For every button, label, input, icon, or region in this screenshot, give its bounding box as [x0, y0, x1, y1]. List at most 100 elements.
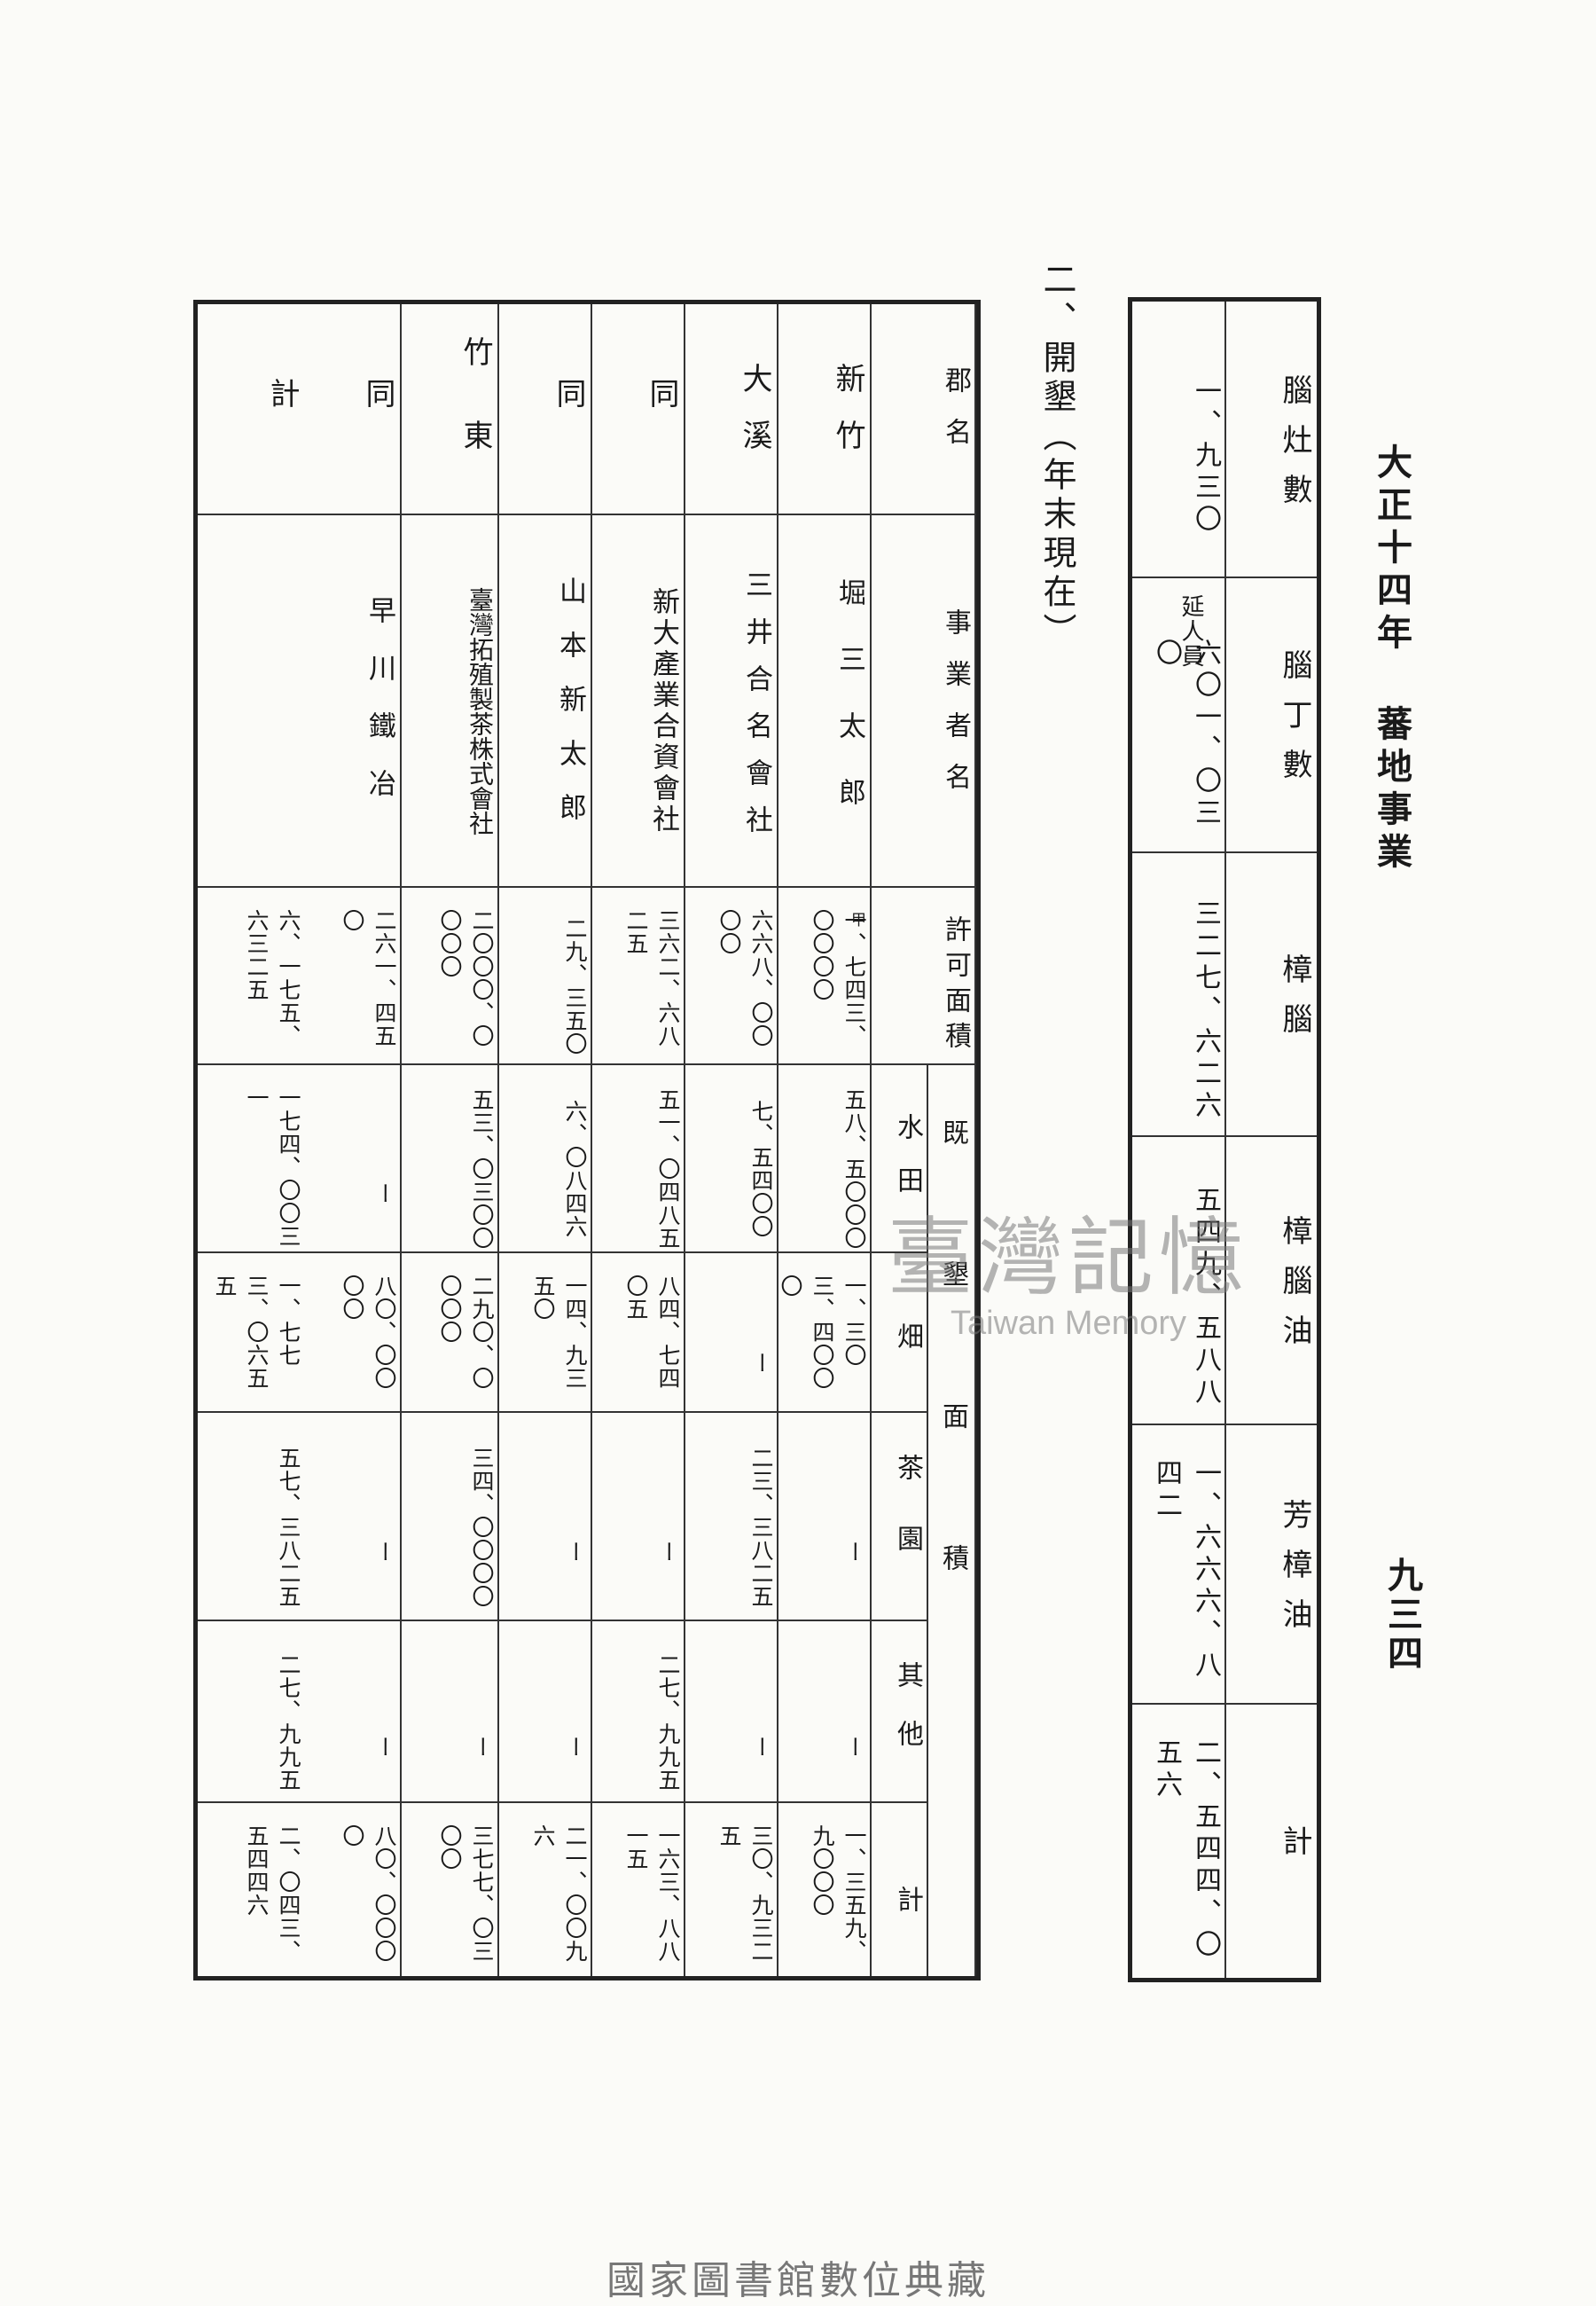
tea-cell: 二三、三八二五	[685, 1413, 777, 1621]
footer-caption: 國家圖書館數位典藏	[606, 2258, 990, 2303]
total-cell: 八〇、〇〇〇〇	[340, 1824, 397, 1963]
other-cell: ー	[402, 1621, 497, 1803]
county-cell: 新竹	[778, 304, 870, 515]
camphor-value: 五四九、五八八	[1190, 1185, 1221, 1409]
camphor-header: 樟腦	[1224, 851, 1317, 1135]
tea-cell: ー	[592, 1413, 684, 1621]
watermark-subtext: Taiwan Memory	[950, 1305, 1187, 1342]
operator-cell: 早川鐵冶	[304, 515, 400, 888]
table-row-0: 新竹 堀三太郎 一、七四三、〇〇〇〇 五八、五〇〇〇 一、三〇三、四〇〇〇 ー …	[778, 304, 872, 1976]
unit-mark: 甲	[851, 912, 866, 929]
camphor-header: 樟腦油	[1224, 1135, 1317, 1424]
total-cell: 二一、〇〇九六	[530, 1824, 588, 1963]
other-cell: ー	[778, 1621, 870, 1803]
permit-cell: 二〇〇〇、〇〇〇〇	[402, 888, 497, 1065]
total-cell: 一、三五九、九〇〇〇	[810, 1824, 867, 1963]
camphor-value: 一、九三〇	[1190, 377, 1221, 537]
table-row-3: 同 山本新太郎 二九、三五〇 六、〇八四六 一四、九三五〇 ー ー 二一、〇〇九…	[499, 304, 592, 1976]
running-head: 大正十四年 蕃地事業	[1371, 443, 1412, 875]
operator-cell: 堀三太郎	[778, 515, 870, 888]
permit-cell: 二九、三五〇	[499, 888, 591, 1065]
operator-header: 事業者名	[872, 515, 974, 888]
tea-cell: ー	[304, 1413, 400, 1621]
sub-header-tea: 茶園	[872, 1413, 927, 1621]
camphor-value: 三二七、六二六	[1190, 899, 1221, 1123]
field-cell: 一、七七三、〇六五五	[198, 1253, 304, 1413]
table-row-2: 同 新大產業合資會社 三六二、六八二五 五一、〇四八五 八四、七四〇五 ー 二七…	[592, 304, 685, 1976]
camphor-value: 一、六六六、八四二	[1151, 1459, 1221, 1682]
operator-cell: 山本新太郎	[499, 515, 591, 888]
operator-cell: 新大產業合資會社	[592, 515, 684, 888]
reclaimed-header-title: 既墾面積	[937, 1118, 968, 1686]
sub-header-total: 計	[892, 1885, 923, 1921]
camphor-header: 腦丁數	[1224, 576, 1317, 851]
other-cell: ー	[499, 1621, 591, 1803]
tea-cell: 五七、三八二五	[198, 1413, 304, 1621]
page-number: 九三四	[1381, 1557, 1423, 1674]
total-cell: 三〇、九三二五	[716, 1824, 774, 1963]
permit-header: 許可面積	[872, 888, 974, 1065]
watermark: 臺灣記憶 Taiwan Memory	[802, 1188, 1334, 1343]
table-row-total: 計 六、一七五、六三二五 一七四、〇〇三一 一、七七三、〇六五五 五七、三八二五…	[198, 304, 304, 1976]
paddy-cell: 五八、五〇〇〇	[778, 1065, 870, 1253]
county-cell: 計	[198, 304, 304, 515]
total-cell: 二、〇四三、五四四六	[244, 1824, 301, 1963]
field-cell: 一、三〇三、四〇〇〇	[778, 1253, 870, 1413]
camphor-row-workers: 腦丁數 六〇一、〇三〇 延人員	[1132, 576, 1317, 853]
table-row-5: 同 早川鐵冶 二六一、四五〇 ー 八〇、〇〇〇〇 ー ー 八〇、〇〇〇〇	[304, 304, 402, 1976]
camphor-row-camphor: 樟腦 三二七、六二六	[1132, 851, 1317, 1137]
header-column: 郡名 事業者名 許可面積 既墾面積 水田 畑 茶園 其他 計	[872, 304, 976, 1976]
county-header: 郡名	[872, 304, 974, 515]
field-cell: ー	[685, 1253, 777, 1413]
tea-cell: 三四、〇〇〇〇	[402, 1413, 497, 1621]
camphor-row-stoves: 腦灶數 一、九三〇	[1132, 302, 1317, 578]
permit-cell: 六六八、〇〇〇〇	[685, 888, 777, 1065]
table-row-1: 大溪 三井合名會社 六六八、〇〇〇〇 七、五四〇〇 ー 二三、三八二五 ー 三〇…	[685, 304, 778, 1976]
sub-header-field: 畑	[872, 1253, 927, 1413]
camphor-table: 腦灶數 一、九三〇 腦丁數 六〇一、〇三〇 延人員 樟腦 三二七、六二六 樟腦油…	[1128, 297, 1321, 1982]
operator-cell	[198, 515, 304, 888]
operator-cell: 臺灣拓殖製茶株式會社	[402, 515, 497, 888]
paddy-cell: 五一、〇四八五	[592, 1065, 684, 1253]
total-cell: 三七七、〇三〇〇	[437, 1824, 495, 1963]
camphor-header: 芳樟油	[1224, 1424, 1317, 1703]
other-cell: 二七、九九五	[592, 1621, 684, 1803]
camphor-value: 六〇一、〇三〇	[1151, 639, 1221, 830]
camphor-value: 二、五四四、〇五六	[1151, 1738, 1221, 1962]
table-row-4: 竹東 臺灣拓殖製茶株式會社 二〇〇〇、〇〇〇〇 五三、〇三〇〇 二九〇、〇〇〇〇…	[402, 304, 499, 1976]
tea-cell: ー	[778, 1413, 870, 1621]
camphor-row-total: 計 二、五四四、〇五六	[1132, 1703, 1317, 1978]
county-cell: 同	[304, 304, 400, 515]
county-cell: 大溪	[685, 304, 777, 515]
section-title: 二、開墾（年末現在）	[1037, 262, 1076, 652]
county-cell: 同	[592, 304, 684, 515]
paddy-cell: 六、〇八四六	[499, 1065, 591, 1253]
person-days-note: 延人員	[1177, 594, 1204, 669]
camphor-row-ho-oil: 芳樟油 一、六六六、八四二	[1132, 1424, 1317, 1705]
camphor-header: 腦灶數	[1224, 302, 1317, 576]
paddy-cell: 七、五四〇〇	[685, 1065, 777, 1253]
county-cell: 竹東	[402, 304, 497, 515]
permit-cell: 二六一、四五〇	[304, 888, 400, 1065]
reclaimed-header: 既墾面積 水田 畑 茶園 其他 計	[872, 1065, 974, 1976]
watermark-text: 臺灣記憶	[888, 1208, 1249, 1307]
other-cell: 二七、九九五	[198, 1621, 304, 1803]
permit-cell: 一、七四三、〇〇〇〇	[778, 888, 870, 1065]
paddy-cell: ー	[304, 1065, 400, 1253]
paddy-cell: 一七四、〇〇三一	[198, 1065, 304, 1253]
other-cell: ー	[685, 1621, 777, 1803]
county-cell: 同	[499, 304, 591, 515]
total-cell: 一六三、八八一五	[623, 1824, 681, 1963]
reclaimed-header-title-box: 既墾面積	[927, 1065, 976, 1976]
camphor-header: 計	[1224, 1703, 1317, 1978]
field-cell: 一四、九三五〇	[499, 1253, 591, 1413]
tea-cell: ー	[499, 1413, 591, 1621]
paddy-cell: 五三、〇三〇〇	[402, 1065, 497, 1253]
field-cell: 二九〇、〇〇〇〇	[402, 1253, 497, 1413]
sub-header-paddy: 水田	[872, 1065, 927, 1253]
sub-header-other: 其他	[872, 1621, 927, 1803]
other-cell: ー	[304, 1621, 400, 1803]
field-cell: 八〇、〇〇〇〇	[304, 1253, 400, 1413]
reclamation-table: 郡名 事業者名 許可面積 既墾面積 水田 畑 茶園 其他 計 新竹 堀三太郎 一…	[193, 300, 981, 1980]
permit-cell: 三六二、六八二五	[592, 888, 684, 1065]
